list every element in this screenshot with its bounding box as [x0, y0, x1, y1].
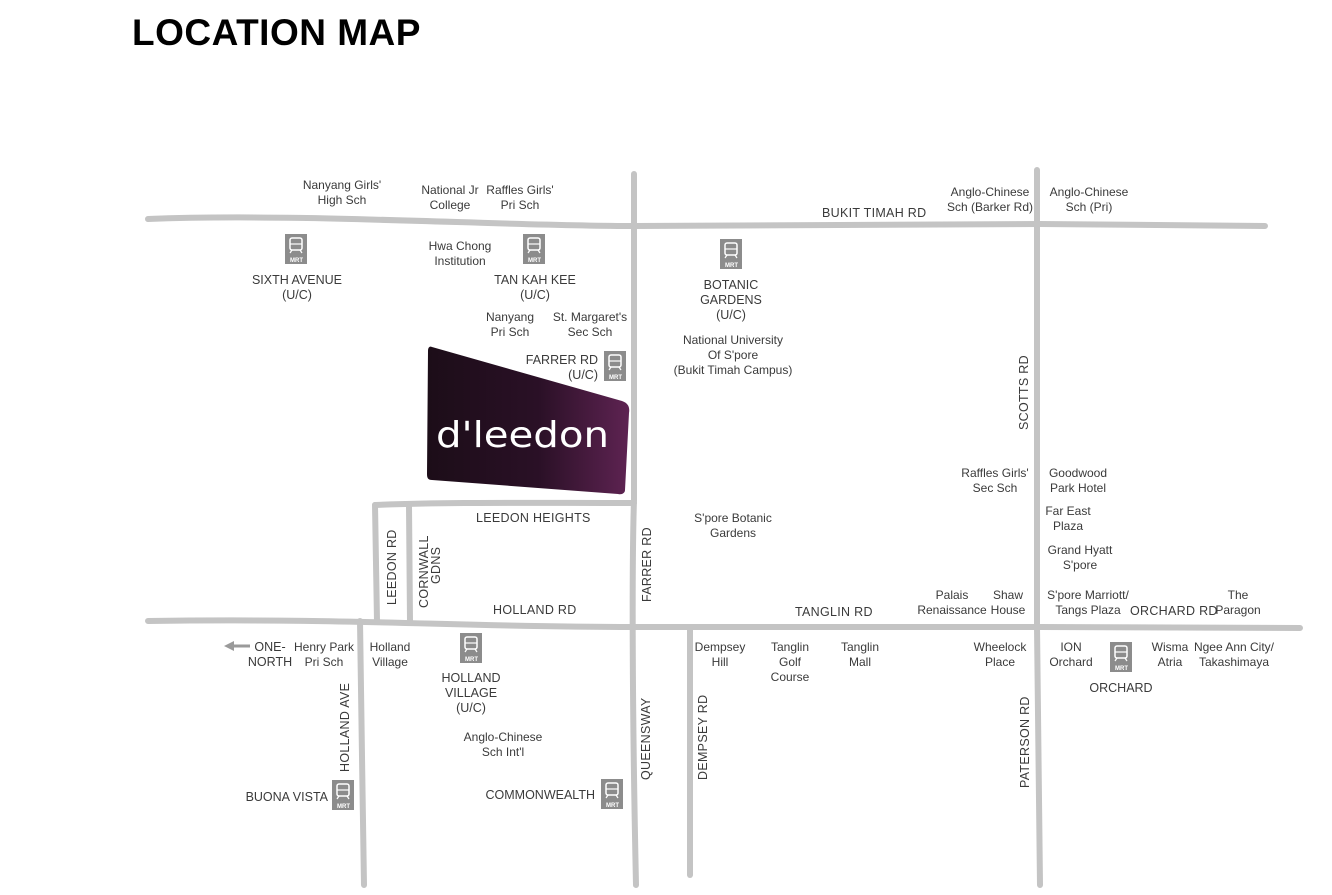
road-holland-tanglin-orchard: [145, 617, 1303, 631]
dleedon-site: d'leedon: [427, 346, 630, 495]
svg-text:MRT: MRT: [725, 263, 738, 269]
station-label-commonwealth: COMMONWEALTH: [486, 788, 596, 802]
mrt-icon-sixth-avenue: MRT: [284, 233, 308, 265]
station-label-tan-kah-kee: TAN KAH KEE(U/C): [494, 273, 576, 302]
dleedon-logo-text: d'leedon: [436, 415, 609, 456]
road-label-holland: HOLLAND RD: [493, 603, 577, 617]
mrt-icon-orchard: MRT: [1109, 641, 1133, 673]
place-raffles-girls-pri: Raffles Girls'Pri Sch: [486, 183, 553, 212]
place-marriott-tangs: S'pore Marriott/Tangs Plaza: [1047, 588, 1129, 617]
road-label-holland-ave: HOLLAND AVE: [338, 683, 352, 772]
road-label-leedon: LEEDON RD: [385, 529, 399, 605]
road-label-dempsey: DEMPSEY RD: [696, 695, 710, 780]
roads: [145, 167, 1303, 888]
place-one-north: ONE-NORTH: [248, 640, 292, 669]
station-labels: SIXTH AVENUE(U/C) TAN KAH KEE(U/C) BOTAN…: [246, 273, 1153, 804]
road-farrer: [629, 171, 639, 888]
svg-text:MRT: MRT: [609, 375, 622, 381]
one-north-direction: ONE-NORTH: [224, 640, 292, 669]
road-label-tanglin: TANGLIN RD: [795, 605, 873, 619]
station-label-sixth-avenue: SIXTH AVENUE(U/C): [252, 273, 342, 302]
road-label-scotts: SCOTTS RD: [1017, 355, 1031, 430]
mrt-icon-botanic-gardens: MRT: [719, 238, 743, 270]
road-scotts-paterson: [1034, 167, 1043, 888]
road-label-farrer: FARRER RD: [640, 527, 654, 602]
road-labels: BUKIT TIMAH RD LEEDON HEIGHTS HOLLAND RD…: [338, 206, 1218, 788]
road-label-paterson: PATERSON RD: [1018, 696, 1032, 788]
road-label-cornwall: CORNWALL: [417, 535, 431, 608]
road-label-leedon-heights: LEEDON HEIGHTS: [476, 511, 591, 525]
page-title: LOCATION MAP: [132, 12, 421, 53]
road-label-queensway: QUEENSWAY: [639, 697, 653, 780]
road-holland-ave: [357, 618, 367, 888]
dleedon-brand-shape: [427, 346, 630, 495]
arrow-left-icon: [224, 641, 250, 651]
station-label-orchard: ORCHARD: [1089, 681, 1152, 695]
svg-text:MRT: MRT: [606, 803, 619, 809]
road-leedon: [372, 502, 380, 624]
road-label-cornwall-gdns: GDNS: [429, 547, 443, 584]
mrt-icon-holland-village: MRT: [459, 632, 483, 664]
svg-text:MRT: MRT: [1115, 666, 1128, 672]
road-label-bukit-timah: BUKIT TIMAH RD: [822, 206, 926, 220]
station-label-farrer-rd: FARRER RD(U/C): [526, 353, 598, 382]
svg-text:MRT: MRT: [290, 258, 303, 264]
svg-text:MRT: MRT: [528, 258, 541, 264]
mrt-icon-buona-vista: MRT: [331, 779, 355, 811]
place-nanyang-girls: Nanyang Girls'High Sch: [303, 178, 381, 207]
svg-text:MRT: MRT: [337, 804, 350, 810]
place-raffles-girls-sec: Raffles Girls'Sec Sch: [961, 466, 1028, 495]
mrt-icon-tan-kah-kee: MRT: [522, 233, 546, 265]
station-label-buona-vista: BUONA VISTA: [246, 790, 329, 804]
svg-text:MRT: MRT: [465, 657, 478, 663]
road-cornwall: [406, 503, 413, 624]
place-ngee-ann-city: Ngee Ann City/Takashimaya: [1194, 640, 1275, 669]
mrt-icons: MRT MRT MRT MRT MRT MRT MRT MRT: [284, 233, 1133, 811]
road-bukit-timah: [145, 214, 1268, 230]
mrt-icon-farrer-rd: MRT: [603, 350, 627, 382]
mrt-icon-commonwealth: MRT: [600, 778, 624, 810]
road-leedon-heights: [372, 499, 637, 508]
road-label-orchard: ORCHARD RD: [1130, 604, 1218, 618]
